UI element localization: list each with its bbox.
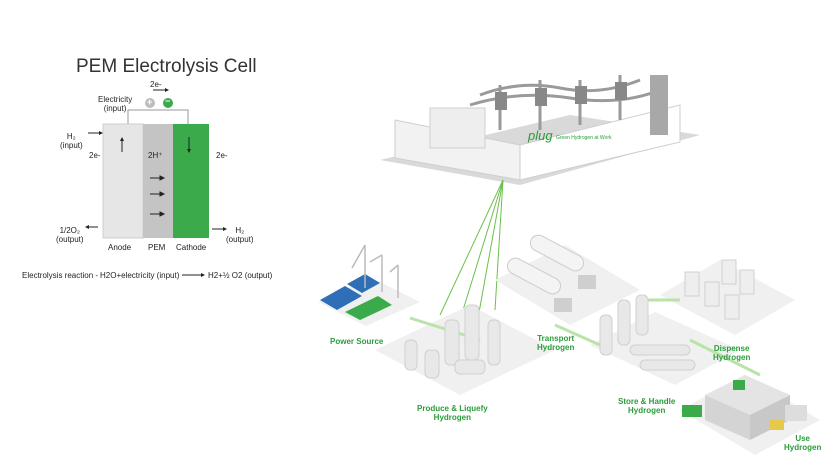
right-electrons-label: 2e- <box>216 151 228 160</box>
left-electrons-label: 2e- <box>89 151 101 160</box>
power-source-illustration <box>320 244 399 320</box>
h2-input-label: H₂ (input) <box>60 132 83 150</box>
proton-label: 2H⁺ <box>148 151 163 160</box>
cathode-label: Cathode <box>176 243 207 252</box>
dispense-units <box>684 259 755 320</box>
use-label: Use Hydrogen <box>784 434 822 452</box>
plus-symbol: + <box>147 97 153 107</box>
dispense-label: Dispense Hydrogen <box>713 344 751 362</box>
transport-trucks <box>506 234 596 312</box>
h2-output-label: H₂ (output) <box>226 226 254 244</box>
anode-slab <box>102 123 144 239</box>
proton-arrows <box>150 175 166 217</box>
pem-slab <box>143 124 173 238</box>
reaction-prefix: Electrolysis reaction - <box>22 271 99 280</box>
transport-label: Transport Hydrogen <box>537 334 575 352</box>
electrolyzer-unit <box>380 75 700 185</box>
produce-tanks <box>404 304 501 379</box>
beam-lines <box>439 179 504 321</box>
minus-symbol: − <box>165 96 171 106</box>
electricity-input-label: Electricity (input) <box>98 95 133 113</box>
reaction-rhs: H2+½ O2 (output) <box>208 271 273 280</box>
use-warehouse <box>682 375 807 440</box>
store-label: Store & Handle Hydrogen <box>618 397 676 415</box>
store-tanks <box>599 294 696 371</box>
diagram-title: PEM Electrolysis Cell <box>76 56 257 77</box>
reaction-lhs: H2O+electricity (input) <box>100 271 180 280</box>
pem-label: PEM <box>148 243 166 252</box>
cathode-slab <box>173 124 209 238</box>
produce-label: Produce & Liquefy Hydrogen <box>417 404 488 422</box>
plug-logo: plug <box>528 128 553 143</box>
circuit-wire <box>127 109 189 124</box>
machine-tagline: Green Hydrogen at Work <box>556 135 612 141</box>
o2-output-label: 1/2O₂ (output) <box>56 226 84 244</box>
minus-terminal <box>163 98 173 108</box>
electron-top-label: 2e- <box>150 80 162 89</box>
anode-label: Anode <box>108 243 132 252</box>
plus-terminal <box>145 98 155 108</box>
power-source-label: Power Source <box>330 337 384 346</box>
